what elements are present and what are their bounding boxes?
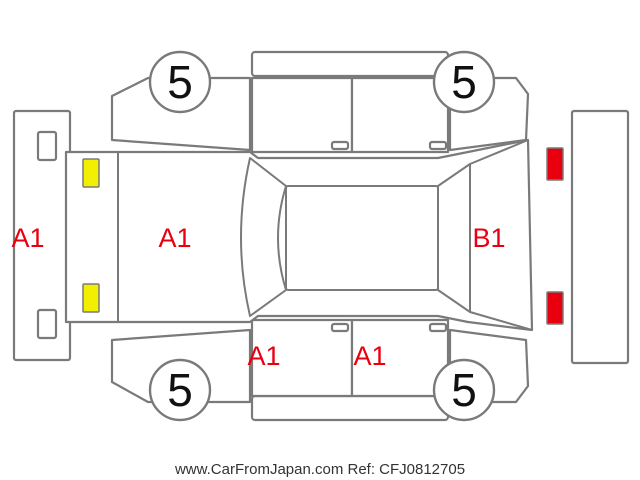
damage-code-front-bumper: A1 xyxy=(11,223,44,253)
left-side-panels xyxy=(110,50,530,154)
rear-lamp-bottom xyxy=(546,291,564,325)
wheel-front-left: 5 xyxy=(148,50,212,114)
footer-reference: www.CarFromJapan.com Ref: CFJ0812705 xyxy=(174,461,465,478)
wheel-front-left-score: 5 xyxy=(167,56,193,108)
damage-code-rear-door: A1 xyxy=(353,341,386,371)
door-handle-icon xyxy=(428,140,448,151)
front-lamp-bottom xyxy=(82,283,100,313)
damage-code-rear-panel: B1 xyxy=(472,223,505,253)
wheel-rear-left: 5 xyxy=(432,50,496,114)
wheel-front-right: 5 xyxy=(148,358,212,422)
door-handle-icon xyxy=(330,140,350,151)
front-lamp-top xyxy=(82,158,100,188)
wheel-rear-right: 5 xyxy=(432,358,496,422)
rear-lamp-top xyxy=(546,147,564,181)
body-top-view xyxy=(64,138,534,332)
wheel-rear-left-score: 5 xyxy=(451,56,477,108)
wheel-front-right-score: 5 xyxy=(167,364,193,416)
damage-code-front-door: A1 xyxy=(247,341,280,371)
wheel-rear-right-score: 5 xyxy=(451,364,477,416)
rear-bumper xyxy=(570,109,630,365)
door-handle-icon xyxy=(330,322,350,333)
door-handle-icon xyxy=(428,322,448,333)
damage-code-hood: A1 xyxy=(158,223,191,253)
